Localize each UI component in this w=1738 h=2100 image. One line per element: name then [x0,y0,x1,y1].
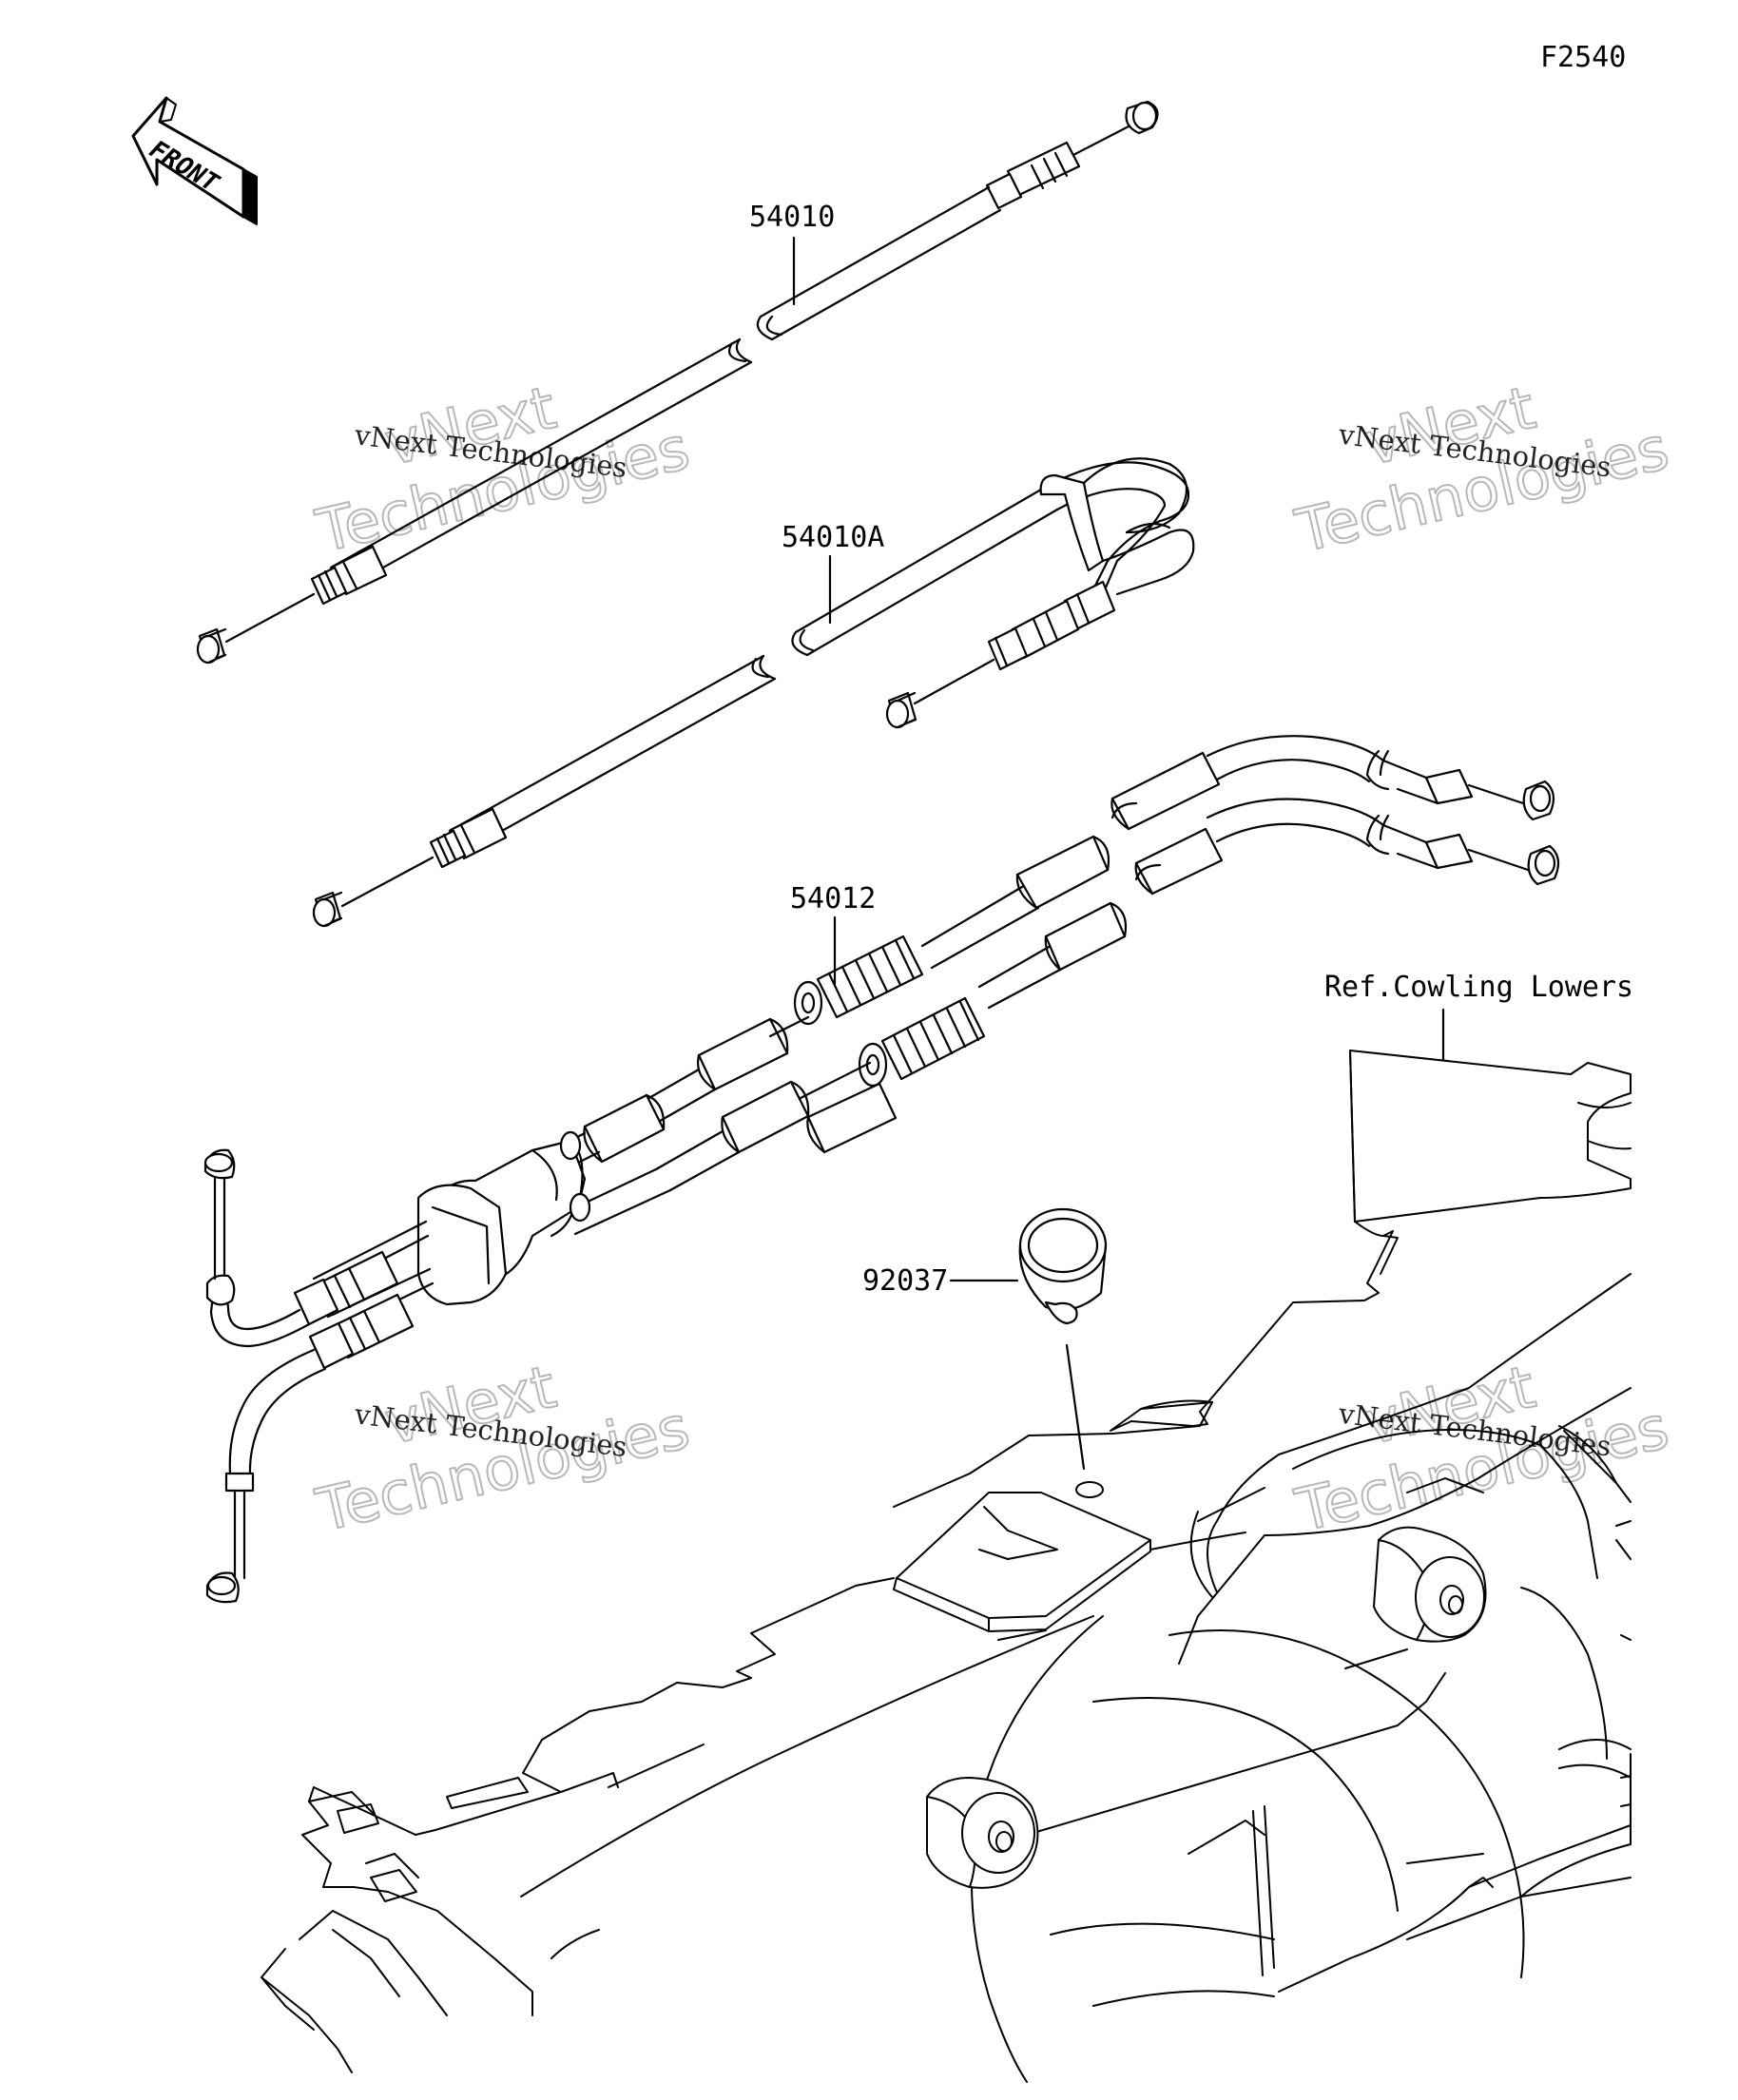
cowling-lowers [261,1050,1632,2083]
part-label-92037: 92037 [862,1264,948,1298]
cable-54010A [312,457,1195,928]
watermark-bottom-right: vNext Technologies vNext Technologies [1288,1351,1675,1546]
diagram-code: F2540 [1540,41,1626,74]
watermark-top-right: vNext Technologies vNext Technologies [1288,372,1675,567]
part-label-54010A: 54010A [782,521,884,554]
watermark-top-left: vNext Technologies vNext Technologies [309,372,696,567]
front-arrow-icon: FRONT [131,96,258,225]
part-label-54012: 54012 [790,882,876,915]
clamp-92037 [1018,1207,1108,1471]
cable-54010 [196,100,1159,665]
watermark-bottom-left: vNext Technologies vNext Technologies [309,1351,696,1546]
part-label-54010: 54010 [749,201,835,234]
throttle-cable-54012 [203,735,1560,1604]
reference-label: Ref.Cowling Lowers [1324,971,1633,1004]
